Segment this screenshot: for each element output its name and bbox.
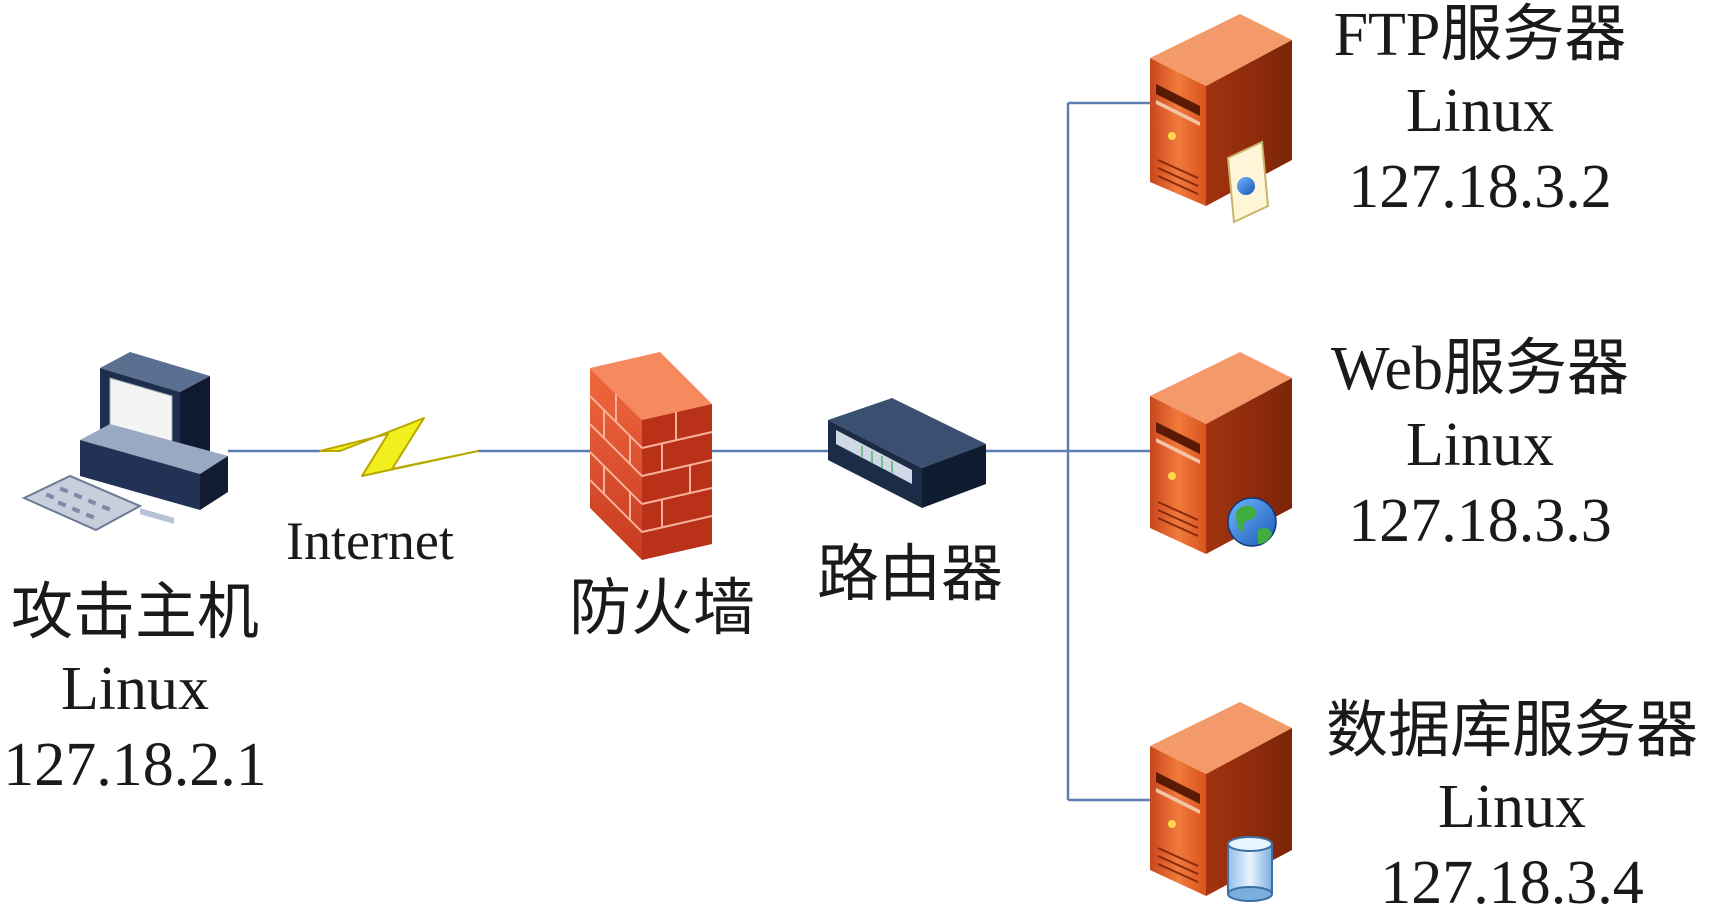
globe-icon [1227,497,1277,547]
database-server-icon [1150,702,1292,902]
ftp-document-icon [1226,140,1270,224]
firewall-brick-wall-icon [589,352,713,560]
internet-link-label: Internet [286,511,454,571]
web-server-label: Web服务器 Linux 127.18.3.3 [1310,338,1650,552]
connection-wires [228,101,1150,802]
ftp-server-ip: 127.18.3.2 [1348,153,1612,221]
firewall-label: 防火墙 [568,575,755,643]
ftp-server-label: FTP服务器 Linux 127.18.3.2 [1310,4,1650,218]
web-server-os: Linux [1405,411,1555,479]
router-label: 路由器 [816,541,1003,609]
web-server-ip: 127.18.3.3 [1348,487,1612,555]
database-cylinder-icon [1227,836,1273,902]
ftp-server-icon [1150,14,1292,224]
attacker-host-label: 攻击主机 Linux 127.18.2.1 [0,582,270,796]
db-server-label: 数据库服务器 Linux 127.18.3.4 [1310,700,1714,914]
ftp-server-os: Linux [1405,77,1555,145]
db-server-ip: 127.18.3.4 [1380,849,1644,917]
attacker-host-os: Linux [60,655,210,723]
web-server-icon [1150,352,1292,554]
desktop-computer-icon [21,352,228,532]
attacker-host-ip: 127.18.2.1 [3,731,267,799]
ftp-server-name: FTP服务器 [1333,1,1627,69]
db-server-name: 数据库服务器 [1325,697,1698,765]
internet-lightning-icon [319,417,479,477]
router-icon [828,398,986,508]
web-server-name: Web服务器 [1330,335,1630,403]
db-server-os: Linux [1437,773,1587,841]
attacker-host-name: 攻击主机 [10,579,259,647]
